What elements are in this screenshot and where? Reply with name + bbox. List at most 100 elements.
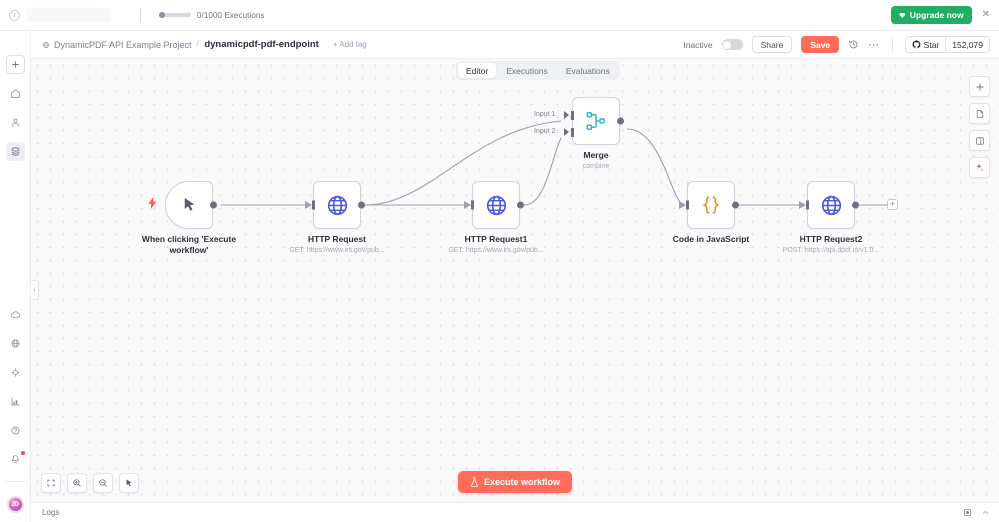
banner-placeholder-pill xyxy=(27,8,111,22)
zoom-in-button[interactable] xyxy=(67,473,87,493)
port-in-bar-merge-1 xyxy=(571,110,574,120)
add-node-button[interactable] xyxy=(969,76,990,97)
node-http-request2[interactable]: HTTP Request2 POST: https://api.dpdf.io/… xyxy=(783,181,879,254)
sidebar-item-overview[interactable] xyxy=(6,84,25,103)
sidebar-item-notifications[interactable] xyxy=(6,450,25,469)
port-out-code[interactable] xyxy=(732,201,739,209)
port-out-http-request2[interactable] xyxy=(852,201,859,209)
logs-label: Logs xyxy=(42,508,60,517)
save-button[interactable]: Save xyxy=(801,36,840,53)
canvas-sidebar-collapse-button[interactable]: ‹ xyxy=(31,280,39,300)
more-options-button[interactable]: ⋯ xyxy=(868,38,880,51)
execute-workflow-button[interactable]: Execute workflow xyxy=(457,471,573,493)
github-star-label: Star xyxy=(923,39,940,50)
layers-icon xyxy=(11,147,19,156)
add-node-stub-button[interactable]: + xyxy=(887,199,898,210)
activate-workflow-toggle[interactable] xyxy=(721,39,743,50)
breadcrumb-project[interactable]: DynamicPDF API Example Project xyxy=(42,40,192,50)
open-panel-button[interactable] xyxy=(969,130,990,151)
arrow-http-request1-in xyxy=(464,201,471,209)
execute-workflow-label: Execute workflow xyxy=(483,477,561,487)
sidebar-item-cloud[interactable] xyxy=(6,305,25,324)
node-label-code: Code in JavaScript xyxy=(672,234,750,244)
home-icon xyxy=(10,89,20,98)
tab-editor[interactable]: Editor xyxy=(458,63,497,78)
close-icon[interactable]: ✕ xyxy=(981,9,990,20)
banner-divider xyxy=(140,8,141,22)
gem-icon xyxy=(898,12,906,18)
workflow-name[interactable]: dynamicpdf-pdf-endpoint xyxy=(204,39,319,50)
fit-view-button[interactable] xyxy=(41,473,61,493)
sidebar-top-group xyxy=(5,31,25,161)
left-sidebar: JD xyxy=(0,31,31,522)
cloud-icon xyxy=(10,311,20,318)
node-label-http-request: HTTP Request xyxy=(308,234,366,244)
header-divider xyxy=(891,36,893,53)
ai-assistant-button[interactable] xyxy=(969,157,990,178)
node-box-http-request2[interactable] xyxy=(807,181,855,229)
quota-label: 0/1000 Executions xyxy=(197,10,265,20)
sidebar-item-help-center[interactable] xyxy=(6,421,25,440)
chevron-up-icon[interactable] xyxy=(981,508,990,517)
sidebar-item-projects[interactable] xyxy=(5,142,25,161)
workflow-canvas[interactable]: ‹ xyxy=(31,59,999,502)
banner-right-group: Upgrade now ✕ xyxy=(890,6,999,24)
port-out-merge[interactable] xyxy=(617,117,624,125)
zoom-out-button[interactable] xyxy=(93,473,113,493)
add-sticky-note-button[interactable] xyxy=(969,103,990,124)
lightning-bolt-icon xyxy=(148,196,157,214)
canvas-right-panel xyxy=(969,76,990,178)
workflow-history-button[interactable] xyxy=(848,39,859,50)
sidebar-item-help-globe[interactable] xyxy=(6,334,25,353)
node-when-clicking-execute-workflow[interactable]: When clicking 'Execute workflow' xyxy=(142,181,236,255)
node-subtitle-http-request2: POST: https://api.dpdf.io/v1.0... xyxy=(782,247,880,254)
node-merge[interactable]: Input 1 Input 2 Merge combine xyxy=(534,97,624,170)
sidebar-item-insights[interactable] xyxy=(6,392,25,411)
add-tag-button[interactable]: + Add tag xyxy=(332,40,367,49)
node-code-in-javascript[interactable]: Code in JavaScript xyxy=(673,181,749,244)
node-box-http-request[interactable] xyxy=(313,181,361,229)
edge-http-request1-to-merge-input2 xyxy=(523,137,562,206)
github-star-button[interactable]: Star 152,079 xyxy=(904,36,990,53)
person-icon xyxy=(11,118,19,127)
node-http-request[interactable]: HTTP Request GET: https://www.irs.gov/pu… xyxy=(289,181,385,254)
edge-http-request-to-merge-input1 xyxy=(364,120,562,206)
quota-progress-bar xyxy=(159,12,191,18)
sidebar-item-personal[interactable] xyxy=(6,113,25,132)
arrow-code-in xyxy=(679,201,686,209)
node-label-merge: Merge xyxy=(583,150,609,160)
port-in-merge-2[interactable] xyxy=(564,128,569,136)
banner-left-group: 0/1000 Executions xyxy=(0,8,265,22)
plus-icon xyxy=(11,61,19,68)
workflow-actions: Inactive Share Save ⋯ Star xyxy=(683,36,990,53)
share-button[interactable]: Share xyxy=(751,36,793,53)
node-http-request1[interactable]: HTTP Request1 GET: https://www.irs.gov/p… xyxy=(448,181,544,254)
cursor-tool-icon xyxy=(126,479,132,487)
upgrade-now-button[interactable]: Upgrade now xyxy=(890,6,972,24)
fit-screen-icon xyxy=(47,479,55,487)
zoom-in-icon xyxy=(73,479,81,487)
logs-bar[interactable]: Logs xyxy=(31,502,999,522)
execution-quota: 0/1000 Executions xyxy=(159,11,265,20)
panel-split-icon[interactable] xyxy=(963,508,972,517)
tab-evaluations[interactable]: Evaluations xyxy=(565,65,610,76)
workflow-header: DynamicPDF API Example Project / dynamic… xyxy=(31,31,999,59)
node-box-http-request1[interactable] xyxy=(472,181,520,229)
avatar[interactable]: JD xyxy=(6,496,24,513)
sidebar-item-add[interactable] xyxy=(5,55,25,74)
port-in-merge-1[interactable] xyxy=(564,111,569,119)
question-circle-icon xyxy=(11,426,19,435)
node-box-code[interactable] xyxy=(687,181,735,229)
project-globe-icon xyxy=(42,41,50,48)
node-subtitle-http-request: GET: https://www.irs.gov/pub... xyxy=(289,247,385,254)
node-box-merge[interactable] xyxy=(572,97,620,145)
tab-executions[interactable]: Executions xyxy=(506,65,548,76)
port-out-http-request1[interactable] xyxy=(517,201,524,209)
node-label-http-request1: HTTP Request1 xyxy=(464,234,528,244)
sidebar-item-templates[interactable] xyxy=(6,363,25,382)
reset-zoom-button[interactable] xyxy=(119,473,139,493)
port-out-http-request[interactable] xyxy=(358,201,365,209)
port-out-trigger[interactable] xyxy=(210,201,217,209)
node-box-trigger[interactable] xyxy=(165,181,213,229)
